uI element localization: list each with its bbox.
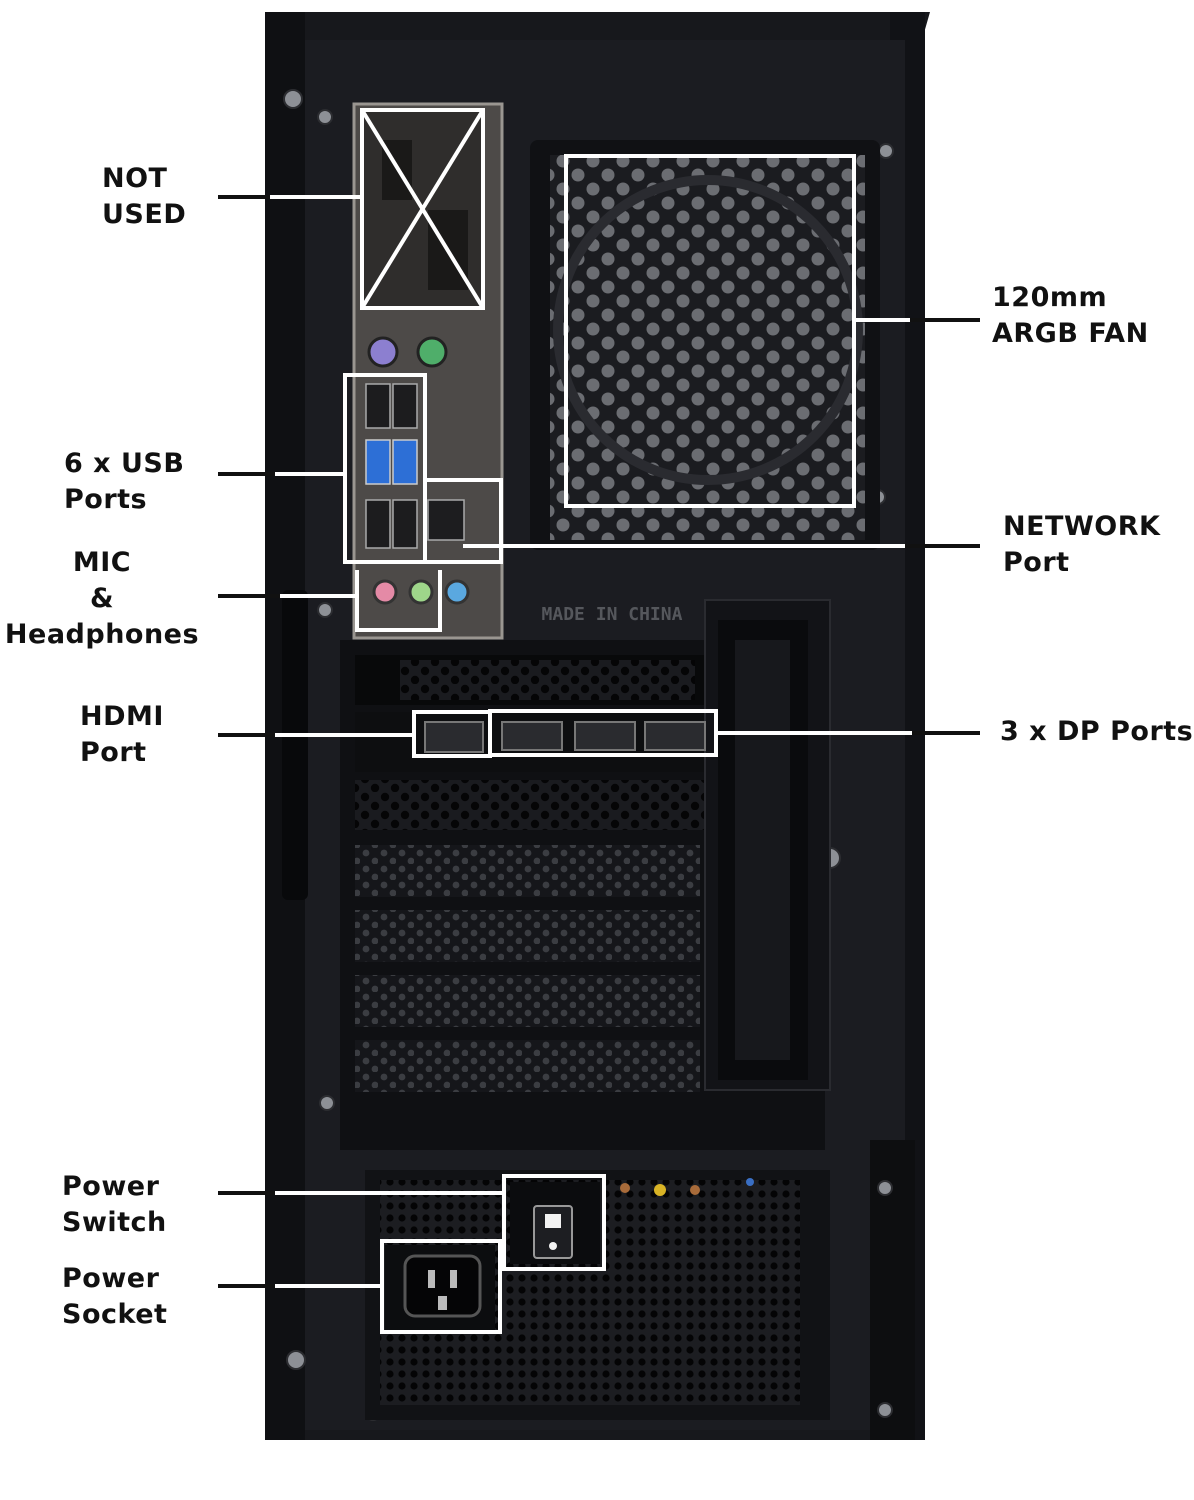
psu: [365, 1170, 830, 1420]
made-in-china-engraving: MADE IN CHINA: [542, 604, 683, 625]
leader-lines: [218, 195, 980, 1288]
label-not-used: NOT USED: [102, 163, 187, 230]
label-power-socket: Power Socket: [62, 1263, 168, 1330]
label-network-port: NETWORK Port: [1003, 511, 1161, 578]
expansion-slots: [340, 599, 831, 1150]
label-dp-ports: 3 x DP Ports: [1000, 716, 1194, 747]
power-switch-callout-box: [502, 1174, 606, 1271]
label-argb-fan: 120mm ARGB FAN: [992, 282, 1149, 349]
not-used-cross-line-2: [360, 108, 485, 310]
label-hdmi-port: HDMI Port: [80, 701, 164, 768]
fan-grille: [530, 140, 880, 550]
label-power-switch: Power Switch: [62, 1171, 167, 1238]
fan-callout-box: [564, 154, 856, 508]
not-used-callout-box: [360, 108, 485, 310]
usb-callout-box: [343, 373, 427, 564]
label-usb-ports: 6 x USB Ports: [64, 448, 185, 515]
network-callout-box: [423, 478, 503, 564]
label-mic-headphones: MIC & Headphones: [4, 547, 200, 650]
side-handle: [282, 590, 308, 900]
mic-callout-bracket: [355, 570, 442, 632]
io-shield: [352, 102, 504, 640]
